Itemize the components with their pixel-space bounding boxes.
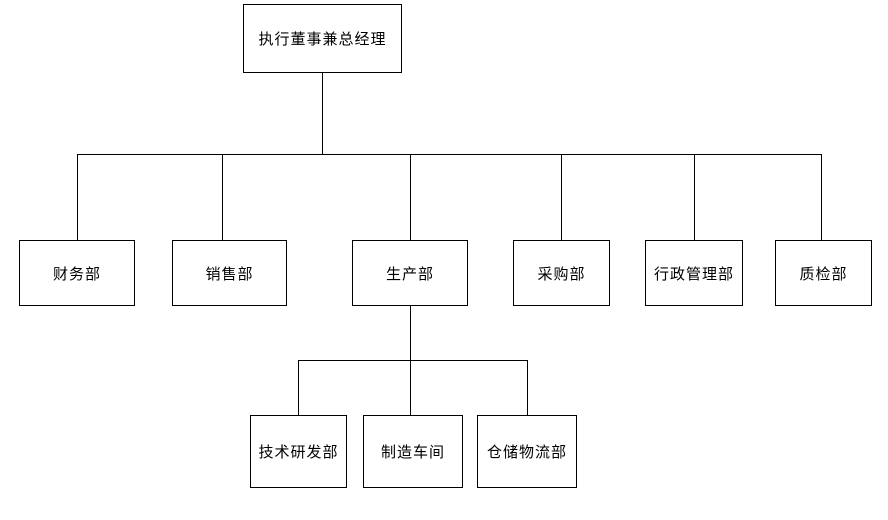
org-node-rnd: 技术研发部 (250, 415, 347, 488)
connector-drop-qc (821, 154, 822, 241)
org-node-production: 生产部 (352, 240, 468, 306)
connector-drop-workshop (410, 360, 411, 415)
connector-level2-hline (77, 154, 822, 155)
org-node-warehouse-logistics: 仓储物流部 (477, 415, 577, 488)
connector-drop-production (410, 154, 411, 241)
connector-drop-logistics (527, 360, 528, 415)
connector-drop-sales (222, 154, 223, 241)
connector-drop-admin (694, 154, 695, 241)
org-node-quality-inspection: 质检部 (775, 240, 872, 306)
org-node-admin: 行政管理部 (645, 240, 743, 306)
connector-level3-hline (298, 360, 528, 361)
org-node-purchasing: 采购部 (513, 240, 610, 306)
connector-drop-purchasing (561, 154, 562, 241)
org-node-finance: 财务部 (19, 240, 135, 306)
connector-root-stem (322, 73, 323, 154)
org-node-manufacturing-workshop: 制造车间 (363, 415, 463, 488)
connector-drop-rnd (298, 360, 299, 415)
org-node-sales: 销售部 (172, 240, 287, 306)
connector-production-stem (410, 306, 411, 361)
org-node-root: 执行董事兼总经理 (243, 4, 402, 73)
connector-drop-finance (77, 154, 78, 241)
